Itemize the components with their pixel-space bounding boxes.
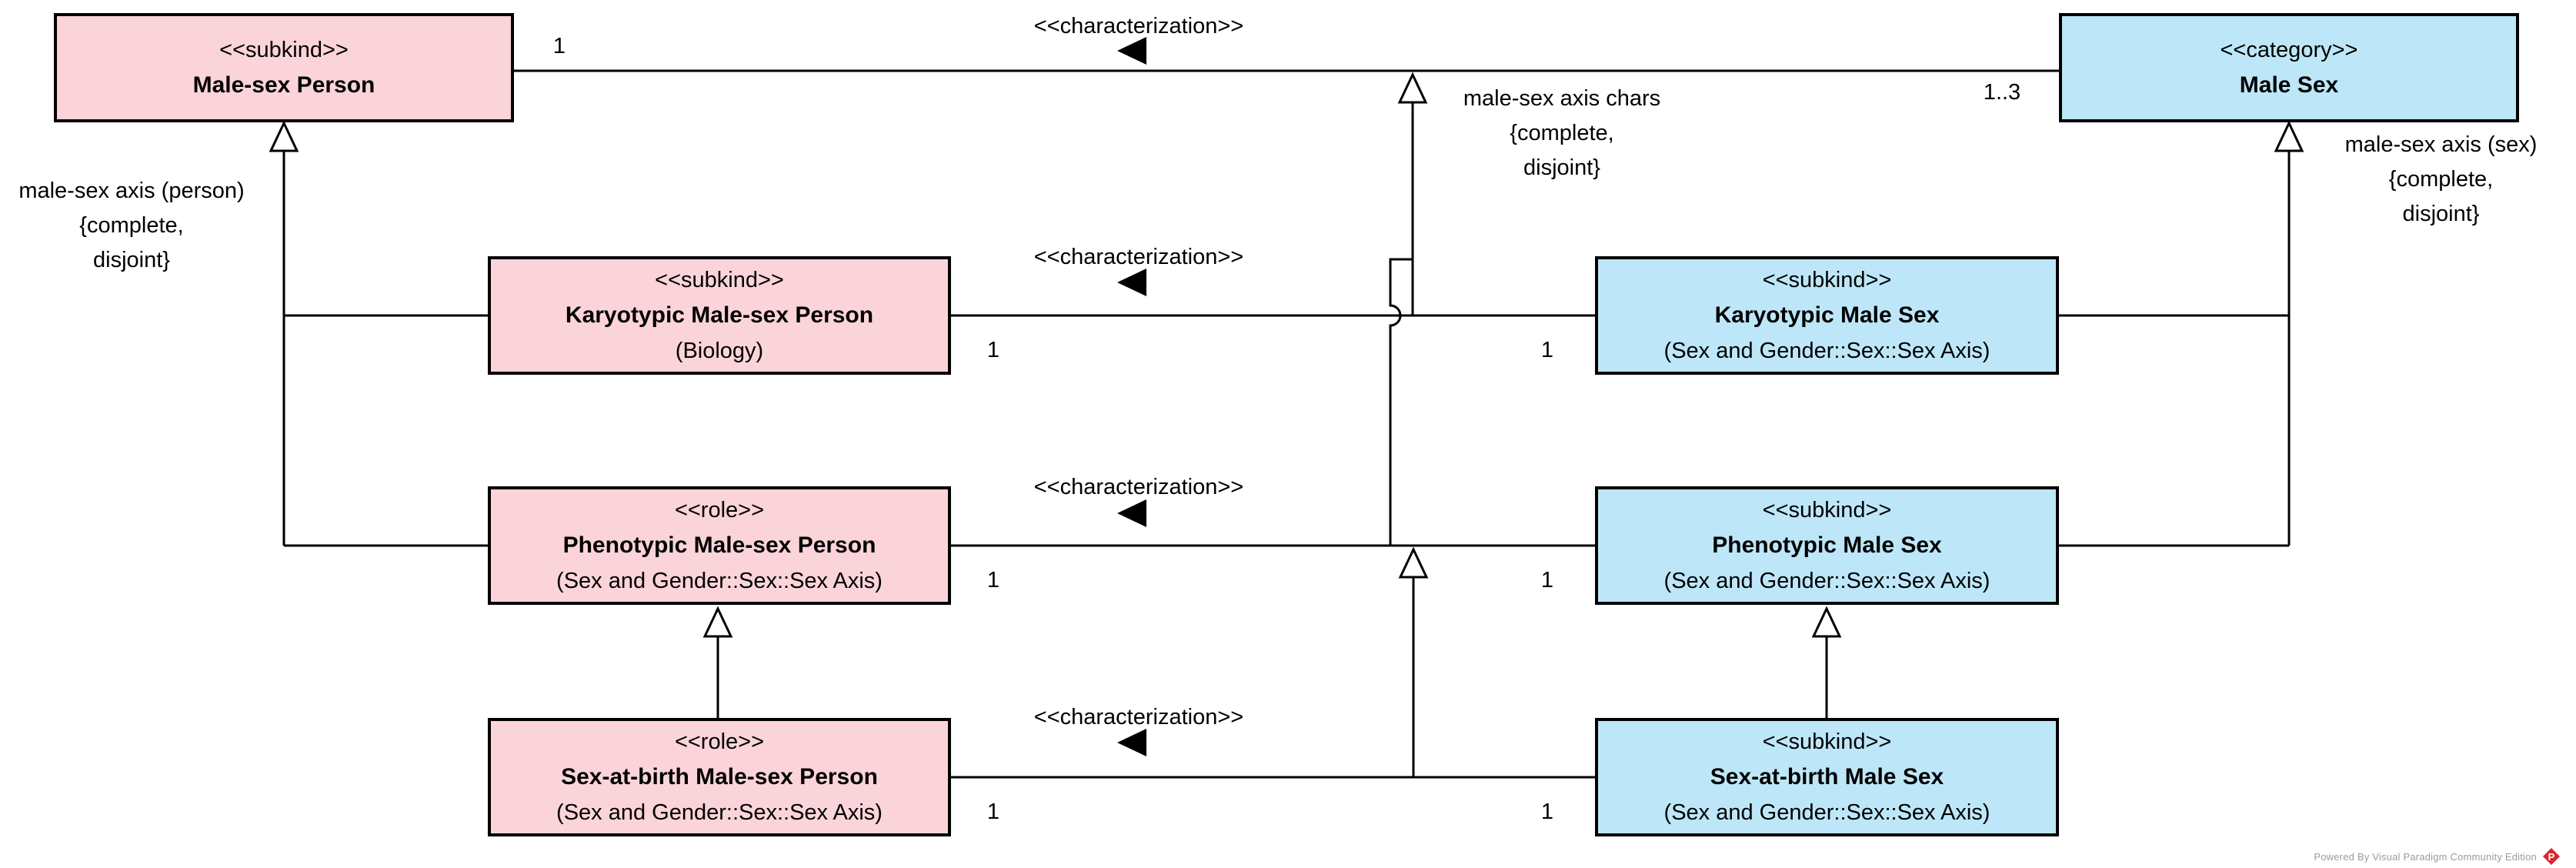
class-name: Sex-at-birth Male-sex Person: [561, 764, 878, 790]
characterization-label-phenotypic: <<characterization>>: [1033, 475, 1244, 499]
generalization-triangle-icon: [702, 606, 733, 638]
class-package: (Biology): [675, 339, 764, 363]
genset-constraint: {complete,: [79, 213, 184, 238]
class-stereotype: <<subkind>>: [655, 268, 784, 292]
class-stereotype: <<subkind>>: [1762, 268, 1892, 292]
characterization-label-sex-at-birth: <<characterization>>: [1033, 705, 1244, 729]
direction-arrow-icon: [1117, 499, 1146, 527]
logo-letter: P: [2548, 851, 2555, 863]
class-karyotypic-male-sex-person: <<subkind>> Karyotypic Male-sex Person (…: [488, 256, 951, 375]
class-stereotype: <<category>>: [2220, 38, 2358, 62]
class-package: (Sex and Gender::Sex::Sex Axis): [1663, 339, 1990, 363]
generalization-triangle-icon: [1398, 546, 1429, 579]
multiplicity-phenotypic-person-end: 1: [986, 568, 1000, 593]
class-package: (Sex and Gender::Sex::Sex Axis): [556, 800, 883, 825]
class-name: Male Sex: [2239, 72, 2339, 98]
chars-genset-branch-with-hop: [1389, 258, 1413, 546]
class-stereotype: <<subkind>>: [219, 38, 349, 62]
direction-arrow-icon: [1117, 37, 1146, 65]
genset-constraint: disjoint}: [1523, 155, 1600, 180]
generalization-triangle-icon: [2274, 120, 2304, 152]
class-stereotype: <<role>>: [674, 498, 765, 522]
characterization-label-karyotypic: <<characterization>>: [1033, 245, 1244, 269]
multiplicity-karyotypic-person-end: 1: [986, 338, 1000, 362]
class-karyotypic-male-sex: <<subkind>> Karyotypic Male Sex (Sex and…: [1595, 256, 2059, 375]
genset-label-sex-axis: male-sex axis (sex) {complete, disjoint}: [2308, 128, 2574, 232]
class-stereotype: <<subkind>>: [1762, 498, 1892, 522]
person-genset-lines: [282, 151, 488, 547]
class-sex-at-birth-male-sex: <<subkind>> Sex-at-birth Male Sex (Sex a…: [1595, 718, 2059, 836]
class-phenotypic-male-sex-person: <<role>> Phenotypic Male-sex Person (Sex…: [488, 486, 951, 605]
multiplicity-phenotypic-sex-end: 1: [1540, 568, 1554, 593]
sex-genset-lines: [2059, 151, 2291, 547]
class-male-sex: <<category>> Male Sex: [2059, 13, 2519, 122]
class-package: (Sex and Gender::Sex::Sex Axis): [556, 569, 883, 593]
multiplicity-sex-at-birth-sex-end: 1: [1540, 800, 1554, 824]
visual-paradigm-logo-icon[interactable]: P: [2542, 847, 2561, 866]
class-package: (Sex and Gender::Sex::Sex Axis): [1663, 800, 1990, 825]
direction-arrow-icon: [1117, 729, 1146, 756]
class-name: Sex-at-birth Male Sex: [1710, 764, 1944, 790]
genset-constraint: disjoint}: [93, 248, 170, 272]
class-name: Phenotypic Male Sex: [1712, 532, 1942, 558]
class-male-sex-person: <<subkind>> Male-sex Person: [54, 13, 514, 122]
watermark-text: Powered By Visual Paradigm Community Edi…: [2314, 850, 2537, 863]
class-name: Karyotypic Male Sex: [1714, 302, 1940, 328]
class-name: Male-sex Person: [192, 72, 375, 98]
genset-name: male-sex axis (person): [18, 179, 245, 203]
genset-label-chars-axis: male-sex axis chars {complete, disjoint}: [1431, 82, 1693, 185]
class-package: (Sex and Gender::Sex::Sex Axis): [1663, 569, 1990, 593]
class-stereotype: <<role>>: [674, 729, 765, 754]
genset-name: male-sex axis (sex): [2344, 132, 2538, 157]
genset-name: male-sex axis chars: [1463, 86, 1661, 111]
genset-constraint: disjoint}: [2402, 202, 2480, 226]
characterization-label-top: <<characterization>>: [1033, 14, 1244, 38]
genset-constraint: {complete,: [2388, 167, 2494, 192]
multiplicity-top-person-end: 1: [552, 34, 566, 58]
genset-label-person-axis: male-sex axis (person) {complete, disjoi…: [1, 174, 262, 278]
multiplicity-sex-at-birth-person-end: 1: [986, 800, 1000, 824]
class-name: Phenotypic Male-sex Person: [562, 532, 876, 558]
generalization-triangle-icon: [1397, 72, 1428, 104]
class-phenotypic-male-sex: <<subkind>> Phenotypic Male Sex (Sex and…: [1595, 486, 2059, 605]
watermark[interactable]: Powered By Visual Paradigm Community Edi…: [2314, 847, 2561, 866]
genset-constraint: {complete,: [1510, 121, 1614, 145]
class-sex-at-birth-male-sex-person: <<role>> Sex-at-birth Male-sex Person (S…: [488, 718, 951, 836]
multiplicity-top-sex-end: 1..3: [1983, 80, 2021, 105]
class-stereotype: <<subkind>>: [1762, 729, 1892, 754]
class-name: Karyotypic Male-sex Person: [565, 302, 874, 328]
generalization-triangle-icon: [269, 120, 299, 152]
direction-arrow-icon: [1117, 269, 1146, 296]
generalization-triangle-icon: [1811, 606, 1842, 638]
multiplicity-karyotypic-sex-end: 1: [1540, 338, 1554, 362]
